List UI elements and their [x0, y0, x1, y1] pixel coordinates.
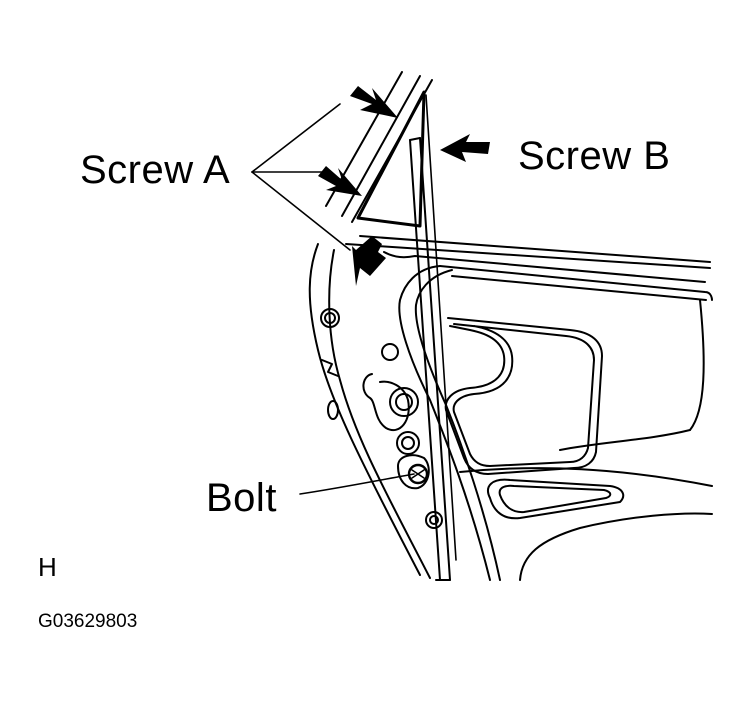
- belt-line-molding: [345, 235, 711, 283]
- bolt-label: Bolt: [206, 476, 277, 520]
- screw-a-label: Screw A: [80, 148, 231, 192]
- access-hole: [444, 317, 603, 475]
- arrow-icon: [318, 166, 362, 196]
- figure-code: G03629803: [38, 611, 138, 632]
- arrow-icon: [350, 86, 398, 118]
- arrow-icon: [352, 236, 386, 286]
- lower-opening: [459, 467, 713, 581]
- latch-plate: [320, 308, 443, 529]
- glass-run-channel: [409, 94, 457, 581]
- bolt-head: [407, 463, 429, 485]
- view-letter: H: [38, 552, 57, 582]
- inner-door-panel: [398, 265, 713, 581]
- leader-lines: [251, 103, 415, 495]
- arrow-icon: [440, 134, 490, 162]
- screw-b-label: Screw B: [518, 134, 671, 178]
- window-sash-frame: [325, 71, 433, 228]
- door-outer-edge: [308, 243, 431, 579]
